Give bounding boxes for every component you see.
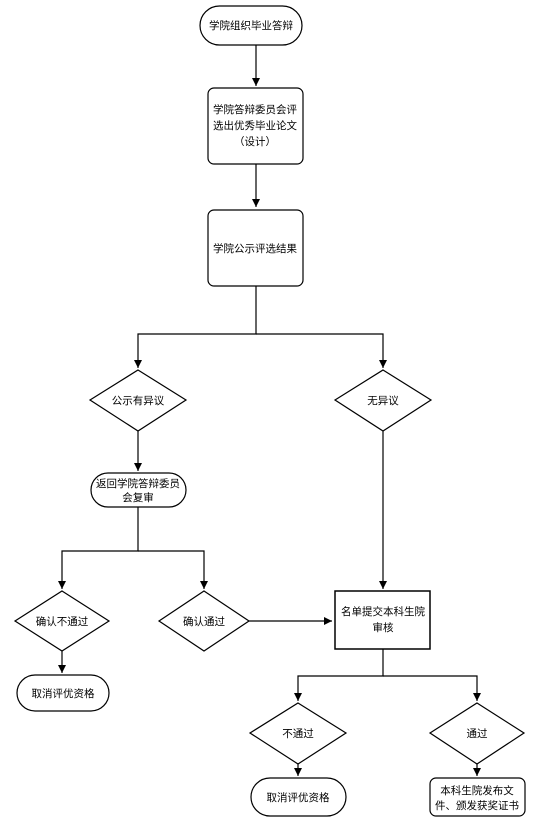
connector-return-to-confirm-fail [58, 507, 139, 589]
fail-decision: 不通过 [248, 702, 348, 765]
pass-decision: 通过 [428, 702, 526, 765]
no-objection-decision: 无异议 [333, 369, 433, 432]
objection-decision: 公示有异议 [88, 369, 188, 432]
return-review-node: 返回学院答辩委员 会复审 [90, 472, 187, 508]
issue-documents-label-line1: 本科生院发布文 [440, 784, 514, 797]
cancel-right-node: 取消评优资格 [250, 777, 347, 817]
pass-label: 通过 [467, 727, 488, 740]
committee-review-label-line3: （设计） [234, 135, 276, 148]
objection-label: 公示有异议 [112, 394, 165, 407]
cancel-left-node: 取消评优资格 [16, 674, 110, 712]
return-review-label-line1: 返回学院答辩委员 [96, 477, 180, 490]
confirm-fail-label: 确认不通过 [36, 615, 89, 628]
connector-submit-to-pass [383, 675, 481, 701]
submit-list-node: 名单提交本科生院 审核 [334, 590, 431, 650]
committee-review-node: 学院答辩委员会评 选出优秀毕业论文 （设计） [207, 87, 304, 165]
connector-return-to-confirm-pass [138, 550, 208, 589]
start-node-label: 学院组织毕业答辩 [209, 19, 293, 32]
connector-publicize-split [134, 286, 257, 368]
issue-documents-label-line2: 件、颁发获奖证书 [435, 799, 519, 812]
no-objection-label: 无异议 [367, 395, 399, 407]
publicize-node: 学院公示评选结果 [207, 209, 304, 287]
fail-label: 不通过 [282, 727, 314, 740]
submit-list-label-line2: 审核 [373, 621, 394, 634]
issue-documents-node: 本科生院发布文 件、颁发获奖证书 [429, 777, 526, 817]
connector-submit-to-fail [294, 649, 384, 701]
confirm-fail-decision: 确认不通过 [13, 590, 111, 652]
return-review-label-line2: 会复审 [122, 491, 154, 504]
cancel-right-label: 取消评优资格 [267, 791, 330, 804]
connectors [58, 45, 481, 776]
confirm-pass-label: 确认通过 [183, 615, 225, 628]
start-node: 学院组织毕业答辩 [199, 5, 303, 46]
confirm-pass-decision: 确认通过 [157, 590, 251, 652]
submit-list-label-line1: 名单提交本科生院 [341, 605, 425, 618]
connector-publicize-to-no-objection [256, 333, 387, 368]
committee-review-label-line1: 学院答辩委员会评 [213, 103, 297, 116]
publicize-label: 学院公示评选结果 [213, 242, 297, 255]
committee-review-label-line2: 选出优秀毕业论文 [213, 119, 297, 132]
cancel-left-label: 取消评优资格 [32, 687, 95, 700]
